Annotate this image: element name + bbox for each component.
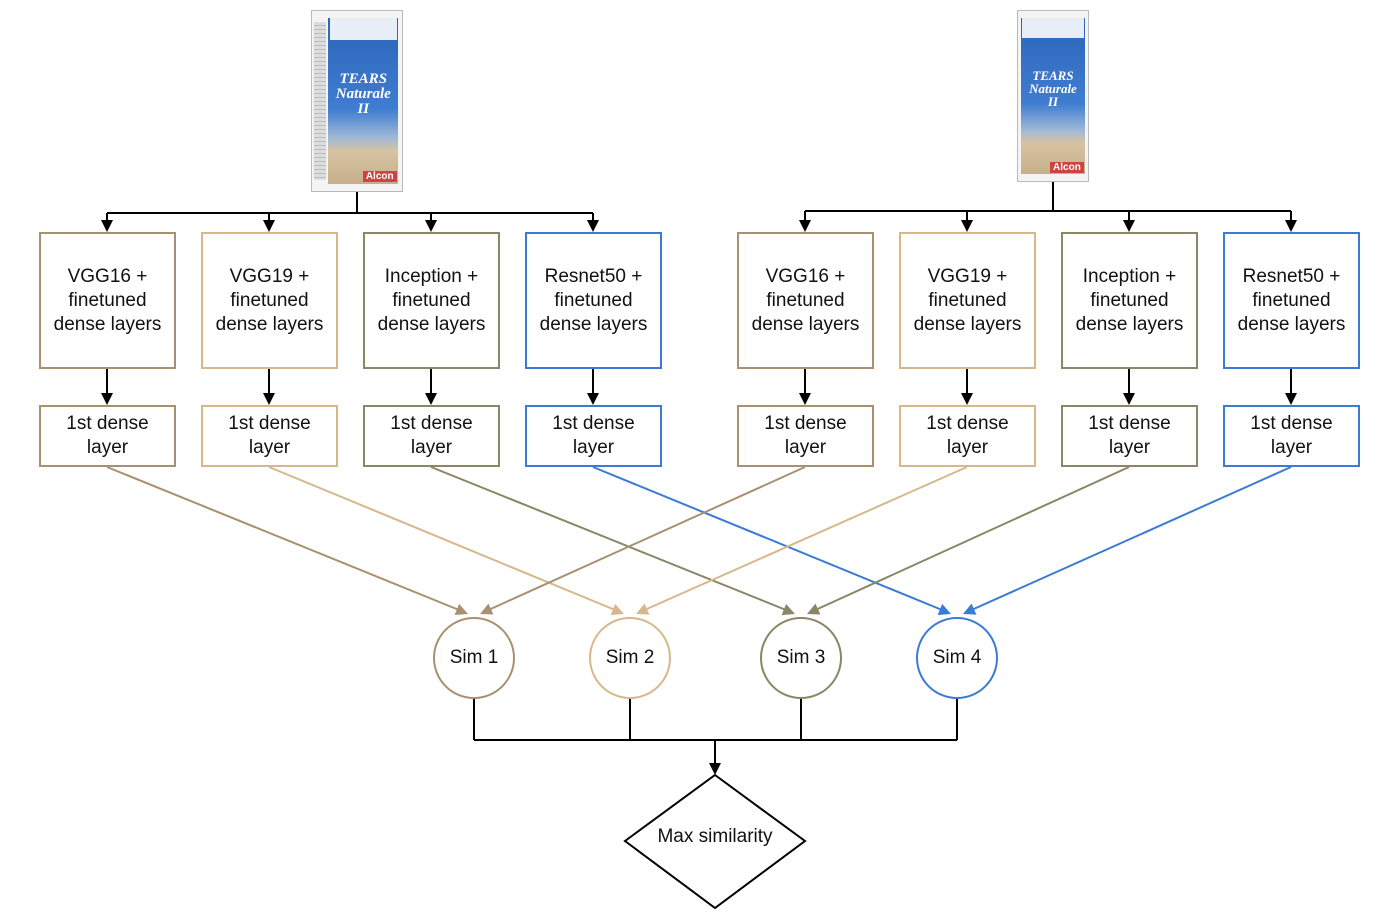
sim-arrowhead-right-2 [807,603,821,615]
product-image-right: TEARS Naturale II Alcon [1017,10,1089,182]
bottle-front [1020,17,1086,175]
arrowhead-left-3 [587,220,599,232]
feature-line-left [268,466,621,613]
feature-line-left [106,466,465,613]
sim-arrowhead-right-3 [963,603,977,615]
max-similarity-diamond [623,773,807,910]
model-box-vgg19-left: VGG19 + finetuned dense layers [201,232,338,369]
dense-arrowhead-5 [961,393,973,405]
bottle-front [328,18,399,184]
arrowhead-left-1 [263,220,275,232]
arrowhead-right-3 [1285,220,1297,232]
sim-arrowhead-left-1 [610,603,624,615]
arrowhead-right-0 [799,220,811,232]
feature-line-left [592,466,948,613]
bottle-brand: TEARS Naturale II [1029,67,1077,109]
dense-box-inception-left: 1st dense layer [363,405,500,467]
sim-node-1: Sim 1 [433,617,515,699]
model-box-vgg19-right: VGG19 + finetuned dense layers [899,232,1036,369]
arrowhead-right-1 [961,220,973,232]
sim-arrowhead-left-3 [937,603,951,616]
model-box-resnet50-right: Resnet50 + finetuned dense layers [1223,232,1360,369]
feature-line-right [966,466,1292,613]
barcode-strip [313,21,327,181]
sim-arrowhead-right-0 [480,603,494,615]
dense-box-vgg19-right: 1st dense layer [899,405,1036,467]
arrowhead-left-2 [425,220,437,232]
dense-arrowhead-1 [263,393,275,405]
bottle-maker: Alcon [362,171,397,182]
model-box-inception-right: Inception + finetuned dense layers [1061,232,1198,369]
sim-node-4: Sim 4 [916,617,998,699]
bottle-maker: Alcon [1050,161,1084,173]
dense-arrowhead-7 [1285,393,1297,405]
feature-line-right [639,466,968,613]
arrowhead-left-0 [101,220,113,232]
dense-arrowhead-3 [587,393,599,405]
sim-node-3: Sim 3 [760,617,842,699]
arrowhead-right-2 [1123,220,1135,232]
dense-box-vgg16-left: 1st dense layer [39,405,176,467]
sim-arrowhead-left-0 [454,603,468,616]
dense-box-inception-right: 1st dense layer [1061,405,1198,467]
feature-line-right [810,466,1130,613]
bottle-top [1022,17,1084,39]
feature-line-left [430,466,792,613]
dense-arrowhead-6 [1123,393,1135,405]
bottle-brand: TEARS Naturale II [335,71,391,118]
dense-box-vgg16-right: 1st dense layer [737,405,874,467]
max-similarity-label: Max similarity [657,826,773,847]
model-box-vgg16-left: VGG16 + finetuned dense layers [39,232,176,369]
dense-box-vgg19-left: 1st dense layer [201,405,338,467]
dense-arrowhead-0 [101,393,113,405]
dense-box-resnet50-right: 1st dense layer [1223,405,1360,467]
model-box-vgg16-right: VGG16 + finetuned dense layers [737,232,874,369]
dense-box-resnet50-left: 1st dense layer [525,405,662,467]
sim-arrowhead-left-2 [781,603,795,616]
dense-arrowhead-4 [799,393,811,405]
model-box-inception-left: Inception + finetuned dense layers [363,232,500,369]
bottle-top [330,18,397,40]
sim-arrowhead-right-1 [636,603,650,615]
sim-node-2: Sim 2 [589,617,671,699]
feature-line-right [483,466,806,613]
model-box-resnet50-left: Resnet50 + finetuned dense layers [525,232,662,369]
product-image-left: TEARS Naturale II Alcon [311,10,403,192]
merge-arrowhead [709,763,721,775]
dense-arrowhead-2 [425,393,437,405]
